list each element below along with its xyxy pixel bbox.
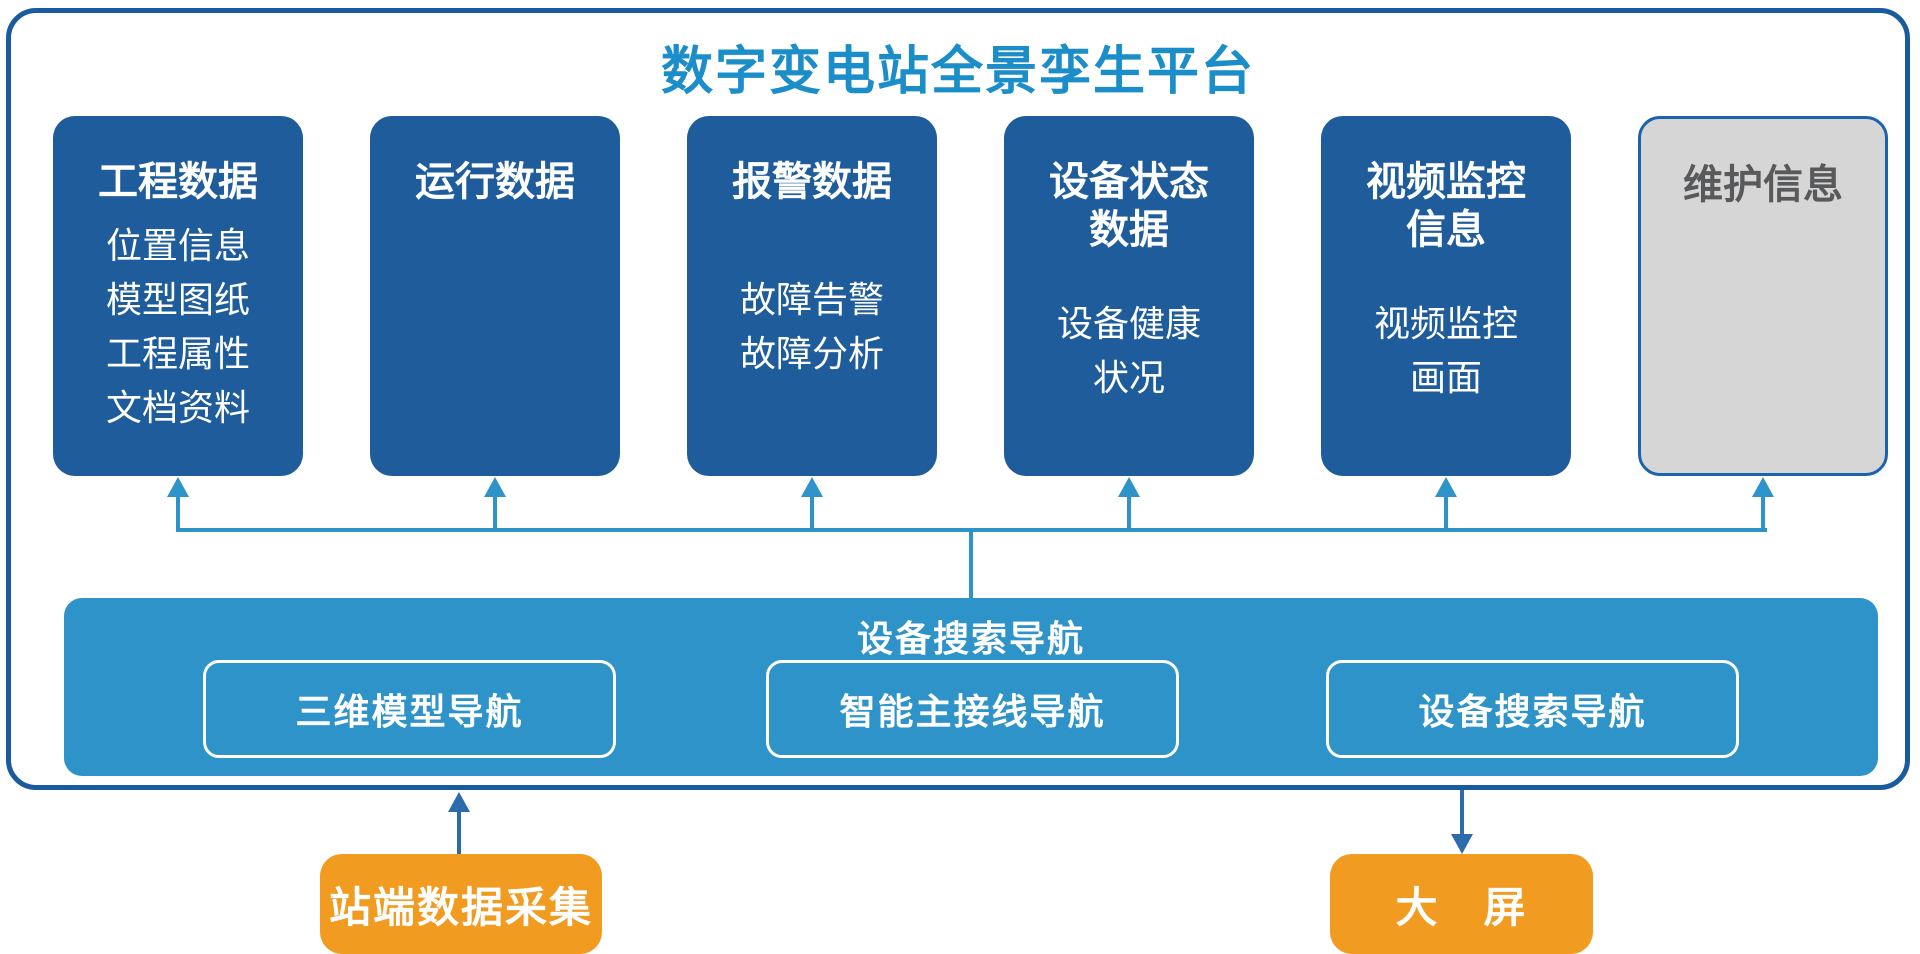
- platform-container: 数字变电站全景孪生平台 工程数据 位置信息 模型图纸 工程属性 文档资料 运行数…: [6, 8, 1910, 790]
- card-device-status-data: 设备状态数据 设备健康 状况: [1004, 116, 1254, 476]
- card-item: 位置信息: [105, 226, 250, 267]
- connector-arrow-stem: [1761, 495, 1765, 532]
- card-title: 报警数据: [732, 159, 892, 205]
- node-big-screen: 大 屏: [1330, 854, 1593, 954]
- arrow-up-into-platform-stem: [457, 810, 461, 854]
- card-operation-data: 运行数据: [370, 116, 620, 476]
- connector-arrow-stem: [176, 495, 180, 532]
- card-video-monitoring-info: 视频监控信息 视频监控 画面: [1321, 116, 1571, 476]
- card-title: 工程数据: [98, 159, 258, 205]
- card-title: 维护信息: [1683, 162, 1843, 208]
- nav-panel: 设备搜索导航 三维模型导航 智能主接线导航 设备搜索导航: [64, 598, 1878, 776]
- arrow-up-icon: [1118, 477, 1140, 497]
- card-item-list: 设备健康 状况: [1057, 298, 1201, 406]
- arrow-down-to-screen-stem: [1460, 790, 1464, 836]
- card-item: 模型图纸: [105, 280, 250, 321]
- node-station-data-collection: 站端数据采集: [320, 854, 602, 954]
- arrow-up-icon: [1752, 477, 1774, 497]
- arrow-up-into-platform-icon: [448, 792, 470, 812]
- card-item-list: 故障告警 故障分析: [740, 274, 884, 382]
- card-item-list: 位置信息 模型图纸 工程属性 文档资料: [106, 220, 250, 436]
- card-item: 画面: [1409, 358, 1482, 399]
- card-item: 状况: [1092, 358, 1165, 399]
- card-title: 运行数据: [415, 159, 575, 205]
- card-alarm-data: 报警数据 故障告警 故障分析: [687, 116, 937, 476]
- card-item: 视频监控: [1373, 304, 1518, 345]
- card-item: 设备健康: [1056, 304, 1201, 345]
- arrow-up-icon: [484, 477, 506, 497]
- card-item: 故障分析: [739, 334, 884, 375]
- nav-panel-title: 设备搜索导航: [856, 619, 1085, 660]
- card-project-data: 工程数据 位置信息 模型图纸 工程属性 文档资料: [53, 116, 303, 476]
- arrow-up-icon: [801, 477, 823, 497]
- card-maintenance-info: 维护信息: [1638, 116, 1888, 476]
- connector-arrow-stem: [1127, 495, 1131, 532]
- card-title: 设备状态数据: [1049, 159, 1209, 253]
- card-item-list: 视频监控 画面: [1374, 298, 1518, 406]
- nav-button-main-wiring: 智能主接线导航: [766, 660, 1179, 758]
- connector-arrow-stem: [493, 495, 497, 532]
- connector-arrow-stem: [1444, 495, 1448, 532]
- platform-title: 数字变电站全景孪生平台: [660, 42, 1255, 102]
- arrow-down-to-screen-icon: [1451, 834, 1473, 854]
- arrow-up-icon: [167, 477, 189, 497]
- arrow-up-icon: [1435, 477, 1457, 497]
- card-item: 文档资料: [105, 388, 250, 429]
- nav-button-3d-model: 三维模型导航: [203, 660, 616, 758]
- nav-button-device-search: 设备搜索导航: [1326, 660, 1739, 758]
- connector-panel-stem: [969, 530, 973, 598]
- connector-arrow-stem: [810, 495, 814, 532]
- card-item: 故障告警: [739, 280, 884, 321]
- card-title: 视频监控信息: [1366, 159, 1526, 253]
- card-item: 工程属性: [105, 334, 250, 375]
